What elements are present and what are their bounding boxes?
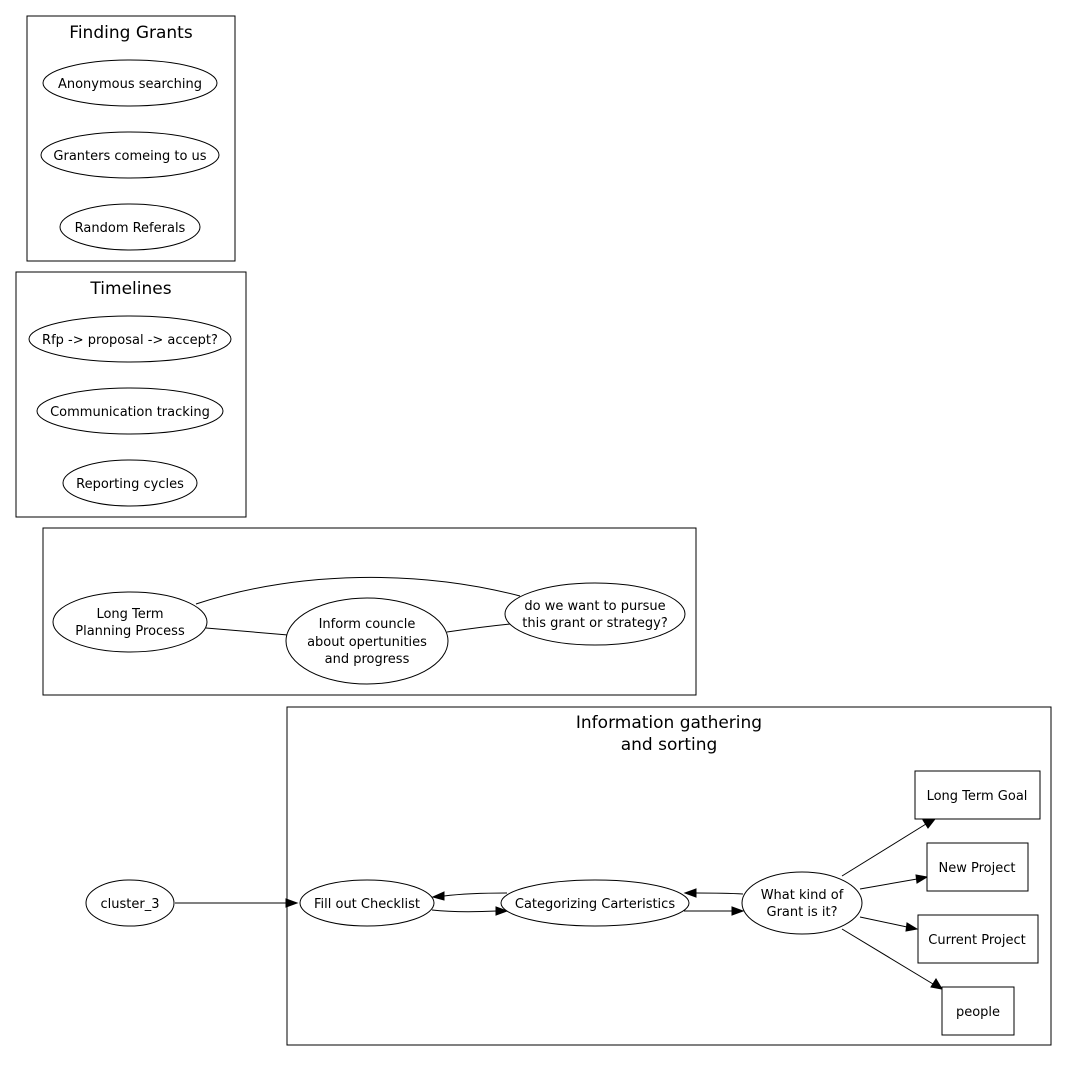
- node-granters-coming: Granters comeing to us: [40, 131, 220, 179]
- node-label: Rfp -> proposal -> accept?: [42, 333, 218, 348]
- edge-planning-to-inform: [205, 627, 289, 636]
- cluster-title-info-line1: Information gathering: [576, 713, 762, 733]
- node-label: What kind of: [761, 888, 844, 903]
- node-label: Communication tracking: [50, 405, 210, 420]
- node-label: about opertunities: [307, 635, 427, 650]
- cluster-timelines: Timelines: [15, 271, 247, 518]
- node-fill-checklist: Fill out Checklist: [299, 879, 435, 927]
- node-label: Granters comeing to us: [53, 149, 206, 164]
- node-label: Inform councle: [319, 617, 416, 632]
- cluster-planning: [42, 527, 697, 696]
- node-rfp: Rfp -> proposal -> accept?: [28, 315, 232, 363]
- node-reporting-cycles: Reporting cycles: [62, 459, 198, 507]
- cluster-title-timelines: Timelines: [89, 279, 171, 299]
- node-cluster-3: cluster_3: [85, 879, 175, 927]
- edge-categorizing-to-checklist: [431, 891, 508, 901]
- node-random-referals: Random Referals: [59, 203, 201, 251]
- node-label: New Project: [939, 861, 1016, 876]
- node-people: people: [941, 986, 1015, 1036]
- edge-planning-to-pursue: [195, 576, 521, 605]
- edge-whatkind-to-currentproject: [859, 916, 919, 932]
- node-long-term-planning: Long Term Planning Process: [52, 591, 208, 653]
- edge-whatkind-to-newproject: [859, 874, 929, 890]
- node-label: people: [956, 1005, 1000, 1020]
- node-label: Fill out Checklist: [314, 897, 420, 912]
- edge-categorizing-to-whatkind: [684, 906, 745, 916]
- node-label: and progress: [325, 652, 410, 667]
- edge-whatkind-to-people: [841, 928, 943, 990]
- node-communication-tracking: Communication tracking: [36, 387, 224, 435]
- node-label: Planning Process: [75, 624, 185, 639]
- node-label: Long Term Goal: [927, 789, 1028, 804]
- node-what-kind: What kind of Grant is it?: [741, 871, 863, 935]
- node-categorizing: Categorizing Carteristics: [500, 879, 690, 927]
- edge-checklist-to-categorizing: [431, 906, 509, 916]
- node-label: Anonymous searching: [58, 77, 202, 92]
- node-label: do we want to pursue: [524, 599, 665, 614]
- node-label: Categorizing Carteristics: [515, 897, 675, 912]
- edge-cluster3-to-checklist: [175, 898, 299, 908]
- node-pursue-grant: do we want to pursue this grant or strat…: [504, 582, 686, 646]
- node-label: Reporting cycles: [76, 477, 184, 492]
- node-current-project: Current Project: [917, 914, 1039, 964]
- cluster-information-gathering: Information gathering and sorting: [286, 706, 1052, 1046]
- node-inform-councle: Inform councle about opertunities and pr…: [285, 597, 449, 685]
- node-label: Long Term: [96, 607, 163, 622]
- node-label: Random Referals: [75, 221, 186, 236]
- node-new-project: New Project: [926, 842, 1029, 892]
- node-long-term-goal: Long Term Goal: [914, 770, 1041, 820]
- edge-whatkind-to-categorizing: [683, 888, 744, 898]
- node-label: cluster_3: [101, 897, 160, 912]
- cluster-title-finding-grants: Finding Grants: [69, 23, 193, 43]
- node-label: Grant is it?: [767, 905, 838, 920]
- node-label: Current Project: [928, 933, 1025, 948]
- edge-whatkind-to-longtermgoal: [841, 818, 937, 877]
- node-label: this grant or strategy?: [522, 616, 667, 631]
- edge-inform-to-pursue: [446, 623, 511, 633]
- node-anonymous-searching: Anonymous searching: [42, 59, 218, 107]
- cluster-title-info-line2: and sorting: [621, 735, 718, 755]
- cluster-finding-grants: Finding Grants: [26, 15, 236, 262]
